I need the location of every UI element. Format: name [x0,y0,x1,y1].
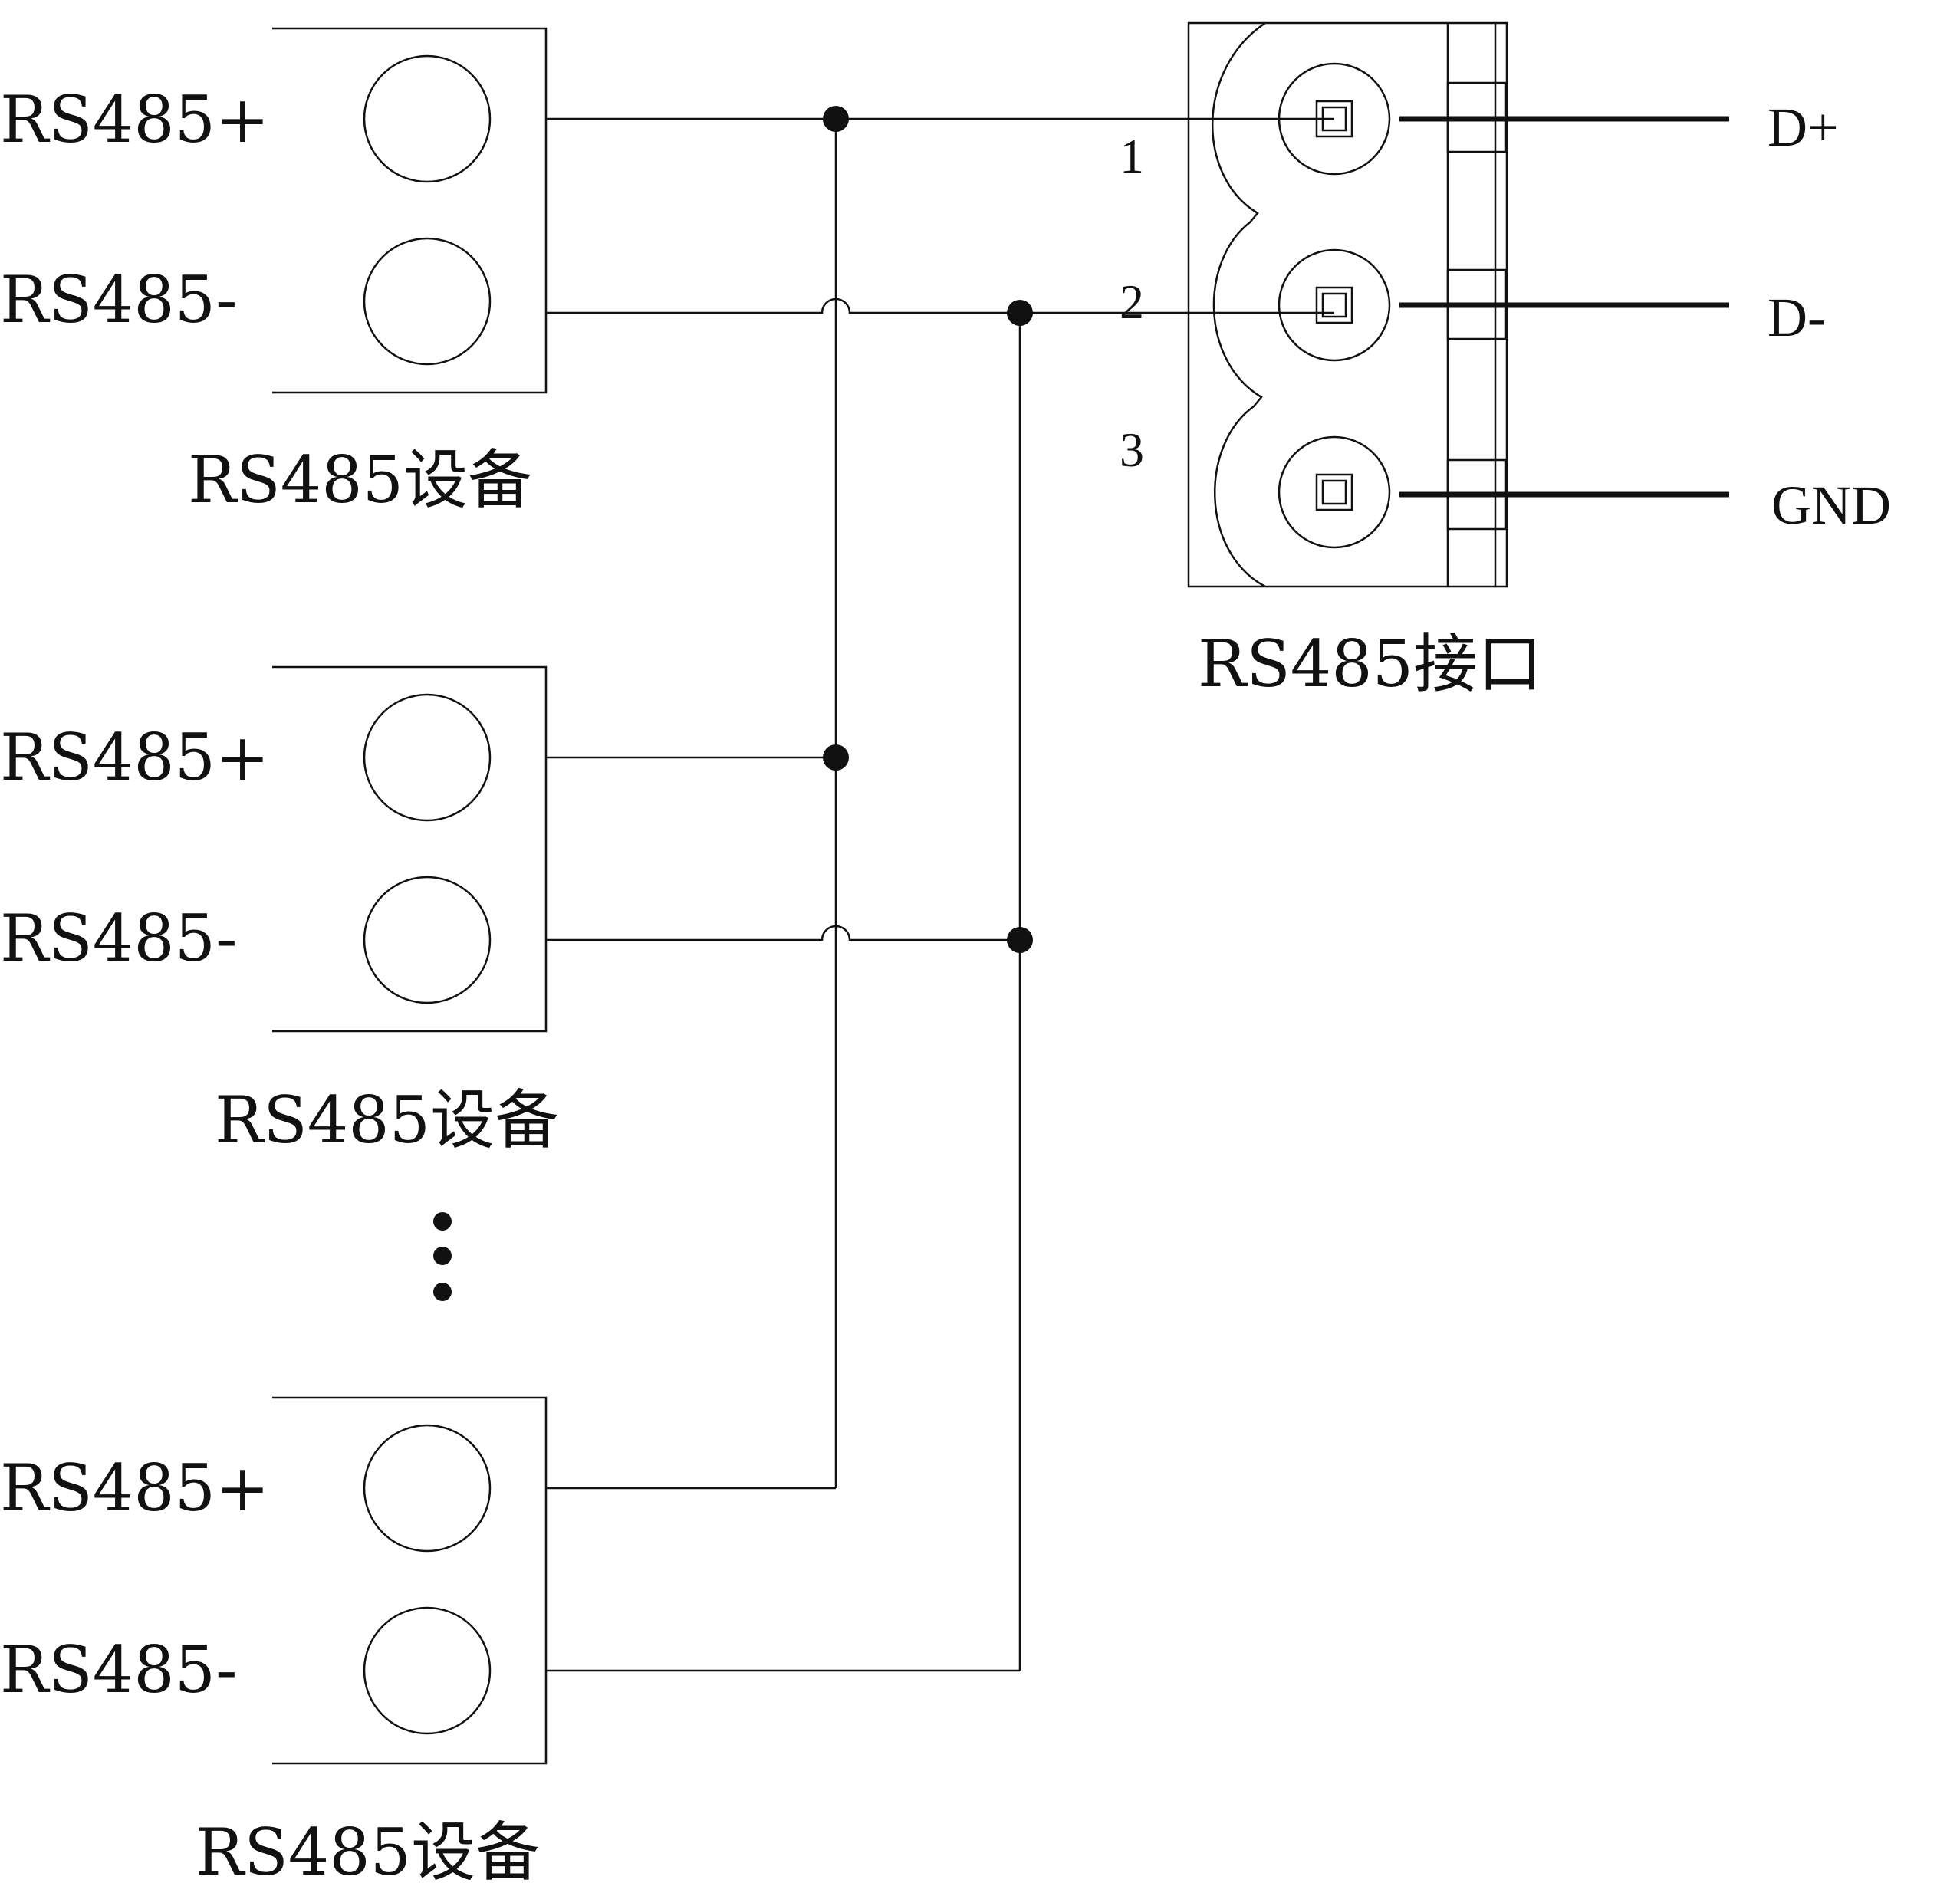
device-2-plus-label: RS485+ [0,720,270,795]
connector-pin-1 [1278,62,1391,176]
pin-number-3: 3 [1120,422,1144,477]
more-devices-ellipsis [433,1212,452,1301]
device-2-minus-terminal [363,876,492,1004]
device-2-name: RS485设备 [215,1083,559,1158]
rs485-device-3: RS485+ RS485- RS485设备 [0,1396,548,1883]
device-2-minus-label: RS485- [0,901,238,976]
device-3-plus-terminal [363,1424,492,1553]
wire-dev1-minus [546,297,1334,314]
rs485-device-1: RS485+ RS485- RS485设备 [0,27,548,518]
device-1-minus-terminal [363,237,492,366]
device-1-minus-label: RS485- [0,262,238,337]
device-3-minus-terminal [363,1606,492,1735]
signal-label-d-minus: D- [1768,287,1826,348]
device-3-plus-label: RS485+ [0,1451,270,1526]
device-1-plus-label: RS485+ [0,82,270,157]
rs485-connector: 1 2 3 D+ D- GND RS485接口 [1120,21,1891,702]
pin-number-2: 2 [1120,274,1144,329]
device-2-plus-terminal [363,693,492,822]
device-3-name: RS485设备 [196,1815,540,1883]
signal-label-d-plus: D+ [1768,97,1839,158]
wire-dev2-minus [546,925,1020,941]
junction-dot [823,106,849,132]
device-1-name: RS485设备 [188,442,532,518]
device-2-box [272,665,548,1033]
signal-label-gnd: GND [1771,475,1891,536]
rs485-device-2: RS485+ RS485- RS485设备 [0,665,559,1158]
connector-pin-3 [1278,435,1391,549]
connector-name: RS485接口 [1198,626,1542,702]
junction-dot [1007,300,1033,326]
device-3-box [272,1396,548,1765]
connector-profile [1211,21,1266,588]
device-1-box [272,27,548,394]
junction-dot [823,744,849,771]
bus-wiring [546,106,1334,1672]
device-1-plus-terminal [363,54,492,183]
pin-number-1: 1 [1120,129,1144,183]
device-3-minus-label: RS485- [0,1632,238,1707]
connector-pin-2 [1278,248,1391,362]
junction-dot [1007,927,1033,953]
